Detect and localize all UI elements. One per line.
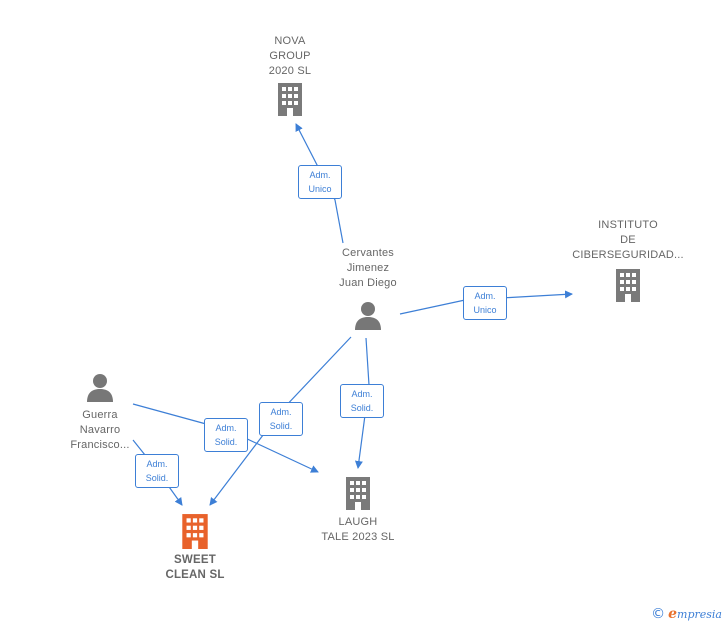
brand-name: mpresia: [677, 608, 722, 621]
empresia-logo: ©empresia: [651, 606, 722, 622]
edge-label-cervantes-sweet: Adm. Solid.: [259, 402, 303, 436]
person-icon: [355, 302, 381, 330]
node-laugh-tale[interactable]: LAUGH TALE 2023 SL: [308, 476, 408, 545]
edge-label-cervantes-laugh: Adm. Solid.: [340, 384, 384, 418]
building-icon: [346, 477, 370, 510]
node-label: Guerra Navarro Francisco...: [70, 409, 130, 451]
node-cervantes[interactable]: Cervantes Jimenez Juan Diego: [320, 246, 416, 330]
edge-label-cervantes-instituto: Adm. Unico: [463, 286, 507, 320]
edge-label-guerra-laugh: Adm. Solid.: [204, 418, 248, 452]
building-icon: [616, 269, 640, 302]
node-nova-group[interactable]: NOVA GROUP 2020 SL: [250, 34, 330, 116]
copyright-symbol: ©: [651, 606, 666, 622]
node-instituto[interactable]: INSTITUTO DE CIBERSEGURIDAD...: [568, 218, 688, 302]
node-sweet-clean[interactable]: SWEET CLEAN SL: [150, 513, 240, 583]
node-guerra[interactable]: Guerra Navarro Francisco...: [52, 372, 148, 453]
edge-cervantes-nova: [295, 123, 344, 244]
node-label: LAUGH TALE 2023 SL: [321, 516, 395, 543]
node-label: INSTITUTO DE CIBERSEGURIDAD...: [572, 219, 684, 261]
edge-label-cervantes-nova: Adm. Unico: [298, 165, 342, 199]
edge-label-guerra-sweet: Adm. Solid.: [135, 454, 179, 488]
node-label: SWEET CLEAN SL: [165, 554, 225, 581]
building-icon: [182, 514, 208, 549]
brand-initial: e: [668, 606, 678, 622]
person-icon: [87, 374, 113, 402]
building-icon: [278, 83, 302, 116]
node-label: NOVA GROUP 2020 SL: [268, 35, 312, 77]
node-label: Cervantes Jimenez Juan Diego: [339, 247, 397, 289]
